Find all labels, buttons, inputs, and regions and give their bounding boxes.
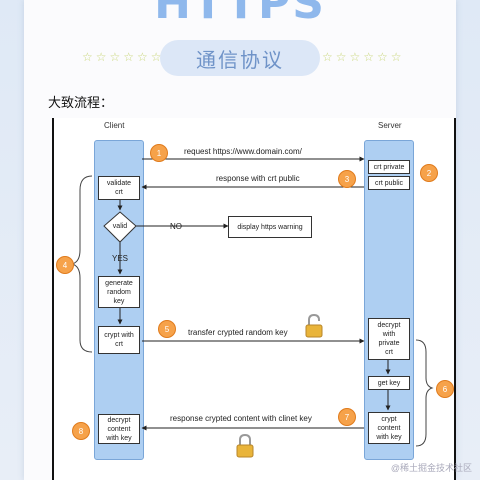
message-response-content: response crypted content with clinet key [170, 414, 312, 423]
brace-client-steps [71, 175, 93, 353]
crt-public-text: crt public [374, 179, 403, 187]
display-warning-box: display https warning [228, 216, 312, 238]
server-label: Server [378, 121, 402, 130]
yes-label: YES [112, 254, 129, 263]
step-badge-2: 2 [420, 164, 438, 182]
decrypt-content-text: decrypt content with key [106, 416, 132, 442]
step-badge-1: 1 [150, 144, 168, 162]
crypt-content-text: crypt content with key [376, 415, 402, 441]
closed-lock-icon [236, 434, 254, 458]
get-key-box: get key [368, 376, 410, 390]
decor-stars-right: ☆☆☆☆☆☆ [322, 50, 405, 64]
frame-left-border [52, 118, 54, 480]
step-badge-8: 8 [72, 422, 90, 440]
crt-public-box: crt public [368, 176, 410, 190]
valid-label: valid [104, 219, 136, 233]
validate-crt-text: validate crt [106, 180, 132, 196]
decrypt-private-text: decrypt with private crt [377, 322, 401, 356]
step-badge-7: 7 [338, 408, 356, 426]
crypt-with-crt-box: crypt with crt [98, 326, 140, 354]
valid-text: valid [112, 222, 128, 230]
message-transfer-key: transfer crypted random key [188, 328, 288, 337]
section-label: 大致流程： [48, 96, 114, 111]
generate-random-key-box: generate random key [98, 276, 140, 308]
crt-private-text: crt private [373, 163, 405, 171]
generate-random-key-text: generate random key [105, 279, 133, 305]
crypt-content-box: crypt content with key [368, 412, 410, 444]
frame-right-border [454, 118, 456, 480]
subtitle-pill: 通信协议 [160, 40, 320, 76]
watermark: @稀土掘金技术社区 [390, 463, 472, 473]
decrypt-content-box: decrypt content with key [98, 414, 140, 444]
message-crt-public: response with crt public [216, 174, 300, 183]
step-badge-5: 5 [158, 320, 176, 338]
step-badge-6: 6 [436, 380, 454, 398]
subtitle-text: 通信协议 [196, 47, 284, 72]
crypt-with-crt-text: crypt with crt [104, 332, 134, 348]
display-warning-text: display https warning [237, 223, 303, 231]
decor-stars-left: ☆☆☆☆☆☆ [82, 50, 165, 64]
valid-diamond [103, 211, 137, 243]
page-title: HTTPS [154, 0, 326, 29]
step-badge-3: 3 [338, 170, 356, 188]
message-request: request https://www.domain.com/ [184, 147, 302, 156]
validate-crt-box: validate crt [98, 176, 140, 200]
step-badge-4: 4 [56, 256, 74, 274]
decrypt-private-box: decrypt with private crt [368, 318, 410, 360]
crt-private-box: crt private [368, 160, 410, 174]
no-label: NO [170, 222, 182, 231]
open-lock-icon [305, 314, 323, 338]
brace-server-steps [415, 339, 434, 447]
client-label: Client [104, 121, 125, 130]
get-key-text: get key [377, 379, 401, 387]
